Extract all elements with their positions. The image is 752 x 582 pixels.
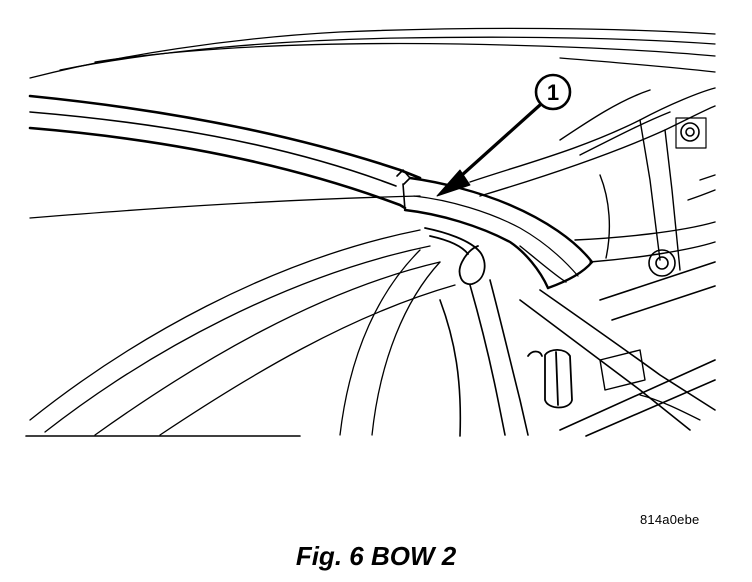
bow-bar — [28, 94, 422, 211]
header-outline — [29, 27, 716, 79]
callout-1: 1 — [534, 73, 572, 111]
linkage-arms — [439, 261, 716, 437]
bow-weatherstrip — [403, 176, 594, 290]
reference-code: 814a0ebe — [640, 512, 700, 527]
frame-fastener — [648, 117, 707, 277]
callout-number: 1 — [547, 80, 559, 105]
callout-circle — [534, 73, 572, 111]
glass-lines — [25, 195, 456, 437]
latch-block — [527, 348, 701, 421]
callout-arrow — [436, 103, 542, 197]
bow-bracket — [424, 227, 486, 286]
figure-caption: Fig. 6 BOW 2 — [295, 541, 457, 571]
folded-top-frame — [469, 87, 716, 271]
